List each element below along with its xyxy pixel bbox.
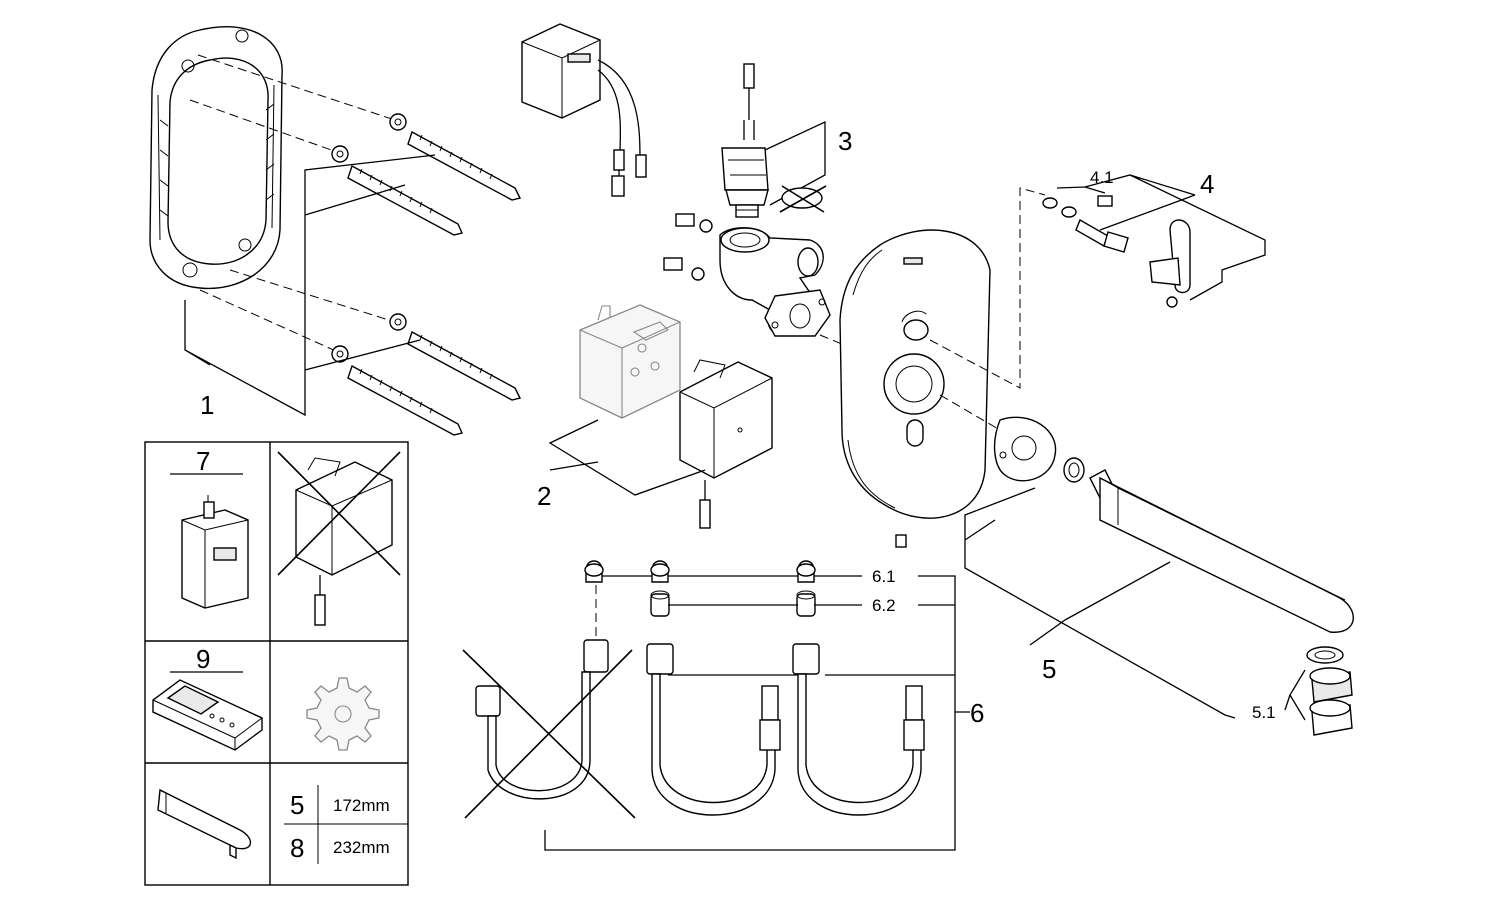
callout-4-leader [1056,174,1266,301]
callout-1-leader [184,154,436,417]
size-row-1-item: 5 [290,790,304,820]
frame-screws [331,113,522,436]
cover-plate [839,229,991,548]
electronic-box-old [579,304,681,419]
check-valve-parts [584,560,816,617]
legend-table [144,441,409,886]
callout-5-1-leader [1284,669,1306,721]
hose-2 [792,643,925,816]
legend-cell-battery: 7 [170,446,249,609]
legend-cell-excluded-box [277,451,401,626]
solenoid-valve [721,63,769,218]
callout-6-1: 6.1 [872,567,896,586]
callout-6-leaders [544,575,970,851]
power-supply-unit [521,23,647,197]
spout [993,416,1354,633]
electronic-box [679,359,773,529]
legend-label-7: 7 [196,446,210,476]
callout-3: 3 [838,126,852,156]
gear-icon [306,677,380,751]
frame-alignment-lines [189,54,396,353]
callout-5-leader [964,487,1236,719]
valve-body [663,213,831,337]
size-row-1-length: 172mm [333,796,390,815]
callout-1: 1 [200,390,214,420]
mounting-frame [149,26,283,290]
callout-6: 6 [970,698,984,728]
size-row-2-item: 8 [290,833,304,863]
callout-5: 5 [1042,654,1056,684]
callout-2-leader [548,419,706,496]
size-row-2-length: 232mm [333,838,390,857]
callout-5-1: 5.1 [1252,703,1276,722]
cover-alignment-lines [929,187,1046,431]
legend-cell-spout [157,788,252,860]
callout-2: 2 [537,481,551,511]
callout-6-2: 6.2 [872,596,896,615]
lever-handle [1042,195,1191,308]
hose-1 [646,643,781,816]
callout-4-1: 4.1 [1090,168,1114,187]
legend-cell-remote: 9 [152,644,263,751]
aerator-parts [1306,646,1353,736]
hose-crossed-out [462,639,636,819]
legend-label-9: 9 [196,644,210,674]
callout-4: 4 [1200,169,1214,199]
excluded-part-mark [779,185,827,213]
